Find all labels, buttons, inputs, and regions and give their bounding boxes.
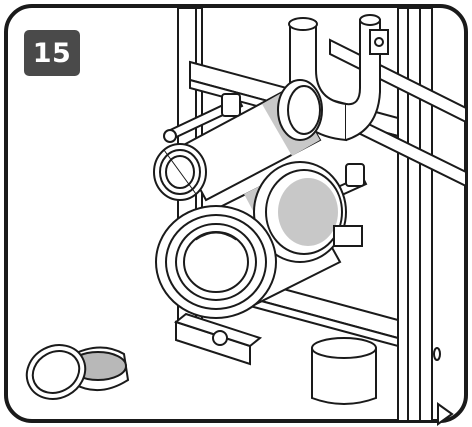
step-number-badge: 15: [24, 30, 80, 76]
lower-bracket: [173, 312, 377, 405]
post-slot: [433, 347, 441, 361]
corner-arrow-icon: [437, 402, 454, 426]
upper-pipe: [153, 79, 323, 202]
lubricant-tin-icon: [25, 344, 130, 400]
lower-pipe: [155, 161, 363, 319]
